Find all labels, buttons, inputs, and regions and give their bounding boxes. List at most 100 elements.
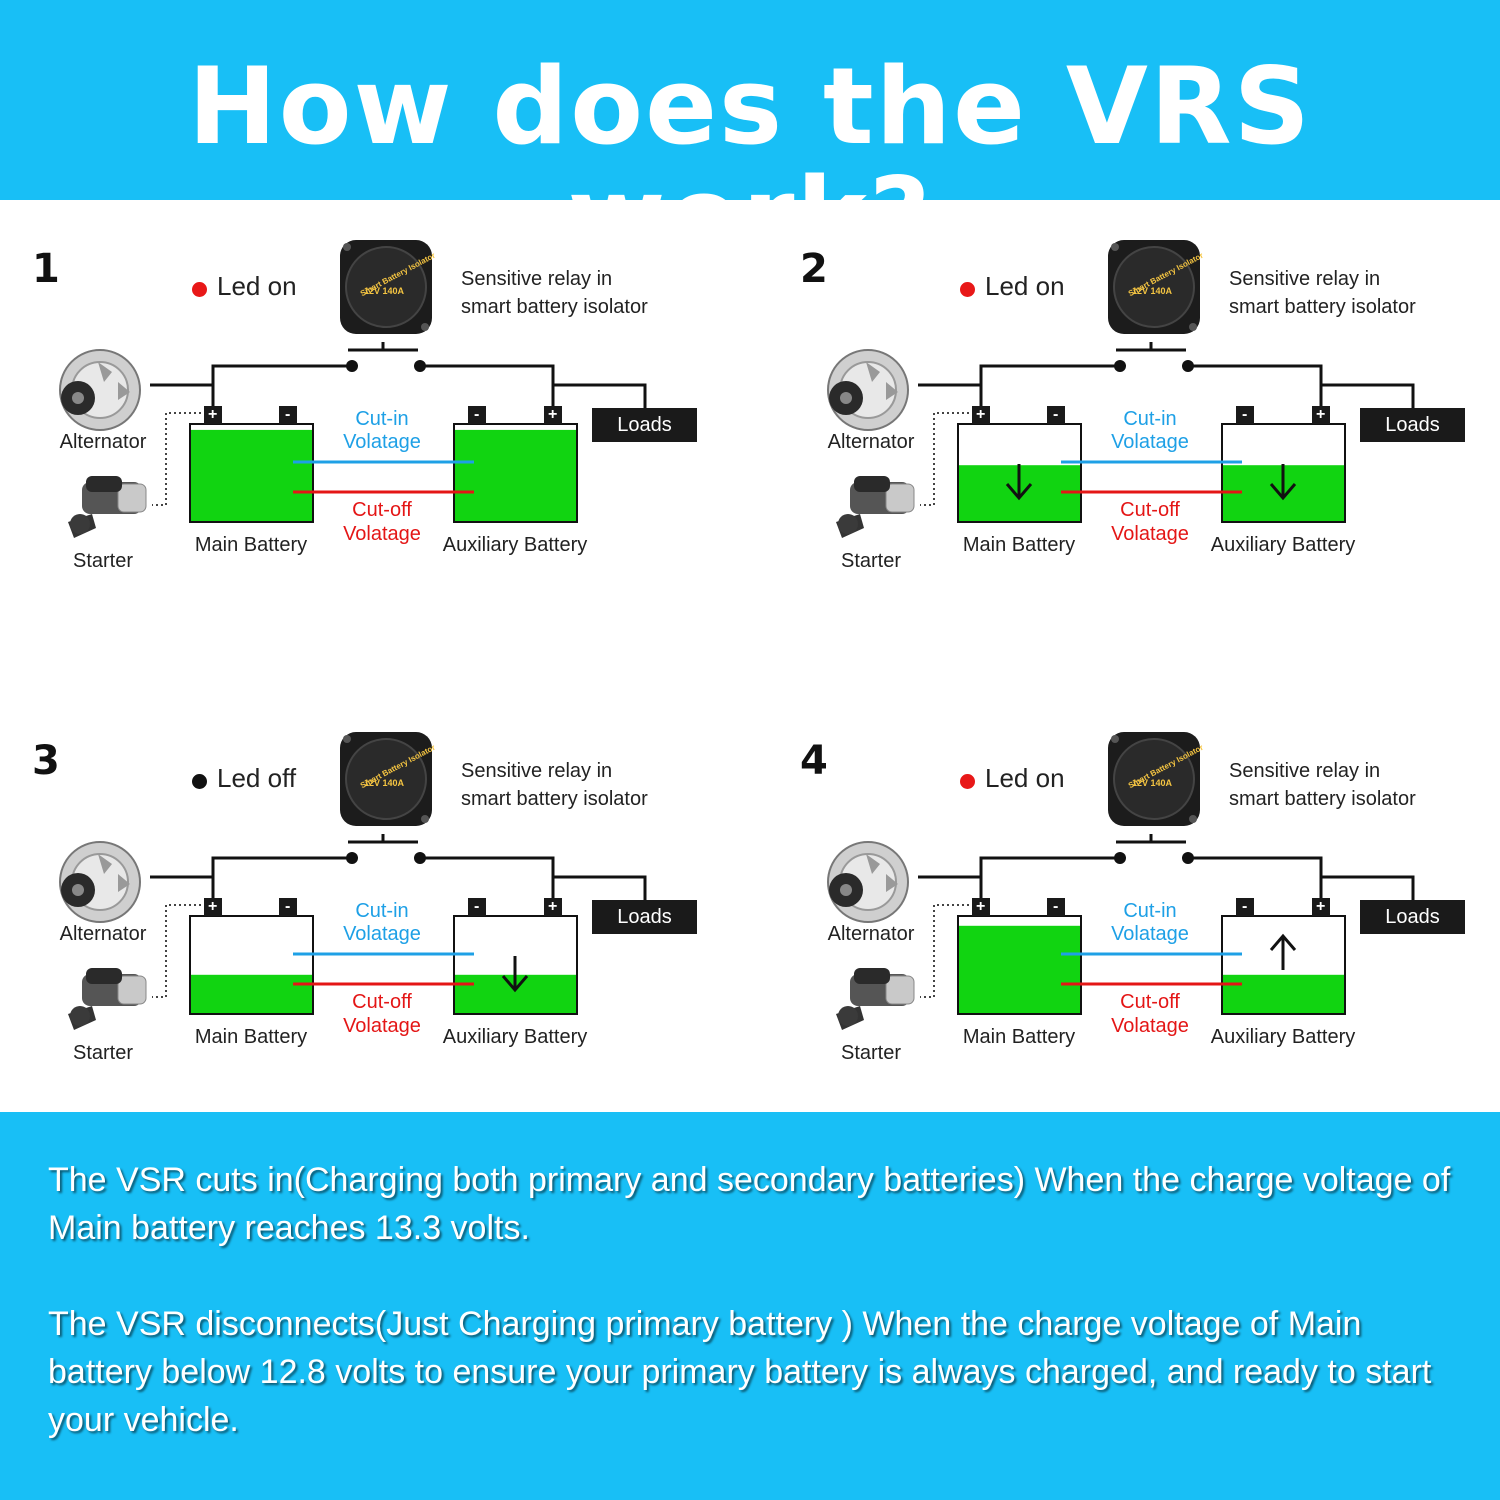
cutin-label-line2: Volatage xyxy=(1111,431,1189,453)
cutin-label-line1: Cut-in xyxy=(1123,408,1177,430)
alternator-image xyxy=(59,841,141,923)
led-status: Led off xyxy=(192,763,297,793)
explanation-cut-in: The VSR cuts in(Charging both primary an… xyxy=(48,1161,1451,1247)
wiring-diagram xyxy=(827,732,1415,1030)
cutoff-label-line1: Cut-off xyxy=(1120,991,1180,1013)
main-plus-terminal: + xyxy=(208,898,218,915)
panel: 2 xyxy=(768,232,1500,692)
starter-label: Starter xyxy=(840,550,902,572)
led-status-text: Led on xyxy=(985,271,1065,301)
loads-box: Loads xyxy=(1360,900,1465,934)
aux-battery-label: Auxiliary Battery xyxy=(442,534,588,556)
aux-minus-terminal: - xyxy=(474,406,480,423)
starter-label: Starter xyxy=(72,550,134,572)
cutoff-label-line1: Cut-off xyxy=(1120,499,1180,521)
cutin-label-line2: Volatage xyxy=(1111,923,1189,945)
cutoff-label-line2: Volatage xyxy=(1111,523,1189,545)
isolator-device xyxy=(1108,240,1200,334)
wiring-diagram xyxy=(59,240,647,538)
isolator-device xyxy=(340,240,432,334)
isolator-rating: 12V 140A xyxy=(1132,286,1173,296)
relay-label-line1: Sensitive relay in xyxy=(1229,760,1381,782)
loads-box: Loads xyxy=(1360,408,1465,442)
main-battery-label: Main Battery xyxy=(962,534,1076,556)
alternator-image xyxy=(827,349,909,431)
isolator-device xyxy=(1108,732,1200,826)
alternator-label: Alternator xyxy=(827,431,915,453)
cutin-label-line1: Cut-in xyxy=(355,408,409,430)
main-battery-label: Main Battery xyxy=(194,534,308,556)
explanation-disconnect: The VSR disconnects(Just Charging primar… xyxy=(48,1305,1432,1439)
wiring-diagram xyxy=(827,240,1415,538)
main-minus-terminal: - xyxy=(1053,898,1059,915)
led-status: Led on xyxy=(192,273,297,301)
relay-label-line2: smart battery isolator xyxy=(1229,296,1416,318)
page-title: How does the VRS work? xyxy=(188,45,1312,278)
starter-label: Starter xyxy=(72,1042,134,1064)
step-number: 3 xyxy=(32,738,60,784)
cutin-label-line2: Volatage xyxy=(343,923,421,945)
led-status-text: Led on xyxy=(985,763,1065,793)
starter-image xyxy=(68,968,147,1030)
isolator-rating: 12V 140A xyxy=(1132,778,1173,788)
isolator-rating: 12V 140A xyxy=(364,286,405,296)
aux-minus-terminal: - xyxy=(474,898,480,915)
isolator-rating: 12V 140A xyxy=(364,778,405,788)
starter-image xyxy=(68,476,147,538)
aux-plus-terminal: + xyxy=(548,898,558,915)
relay-label-line1: Sensitive relay in xyxy=(461,760,613,782)
led-dot-icon xyxy=(960,774,975,790)
cutin-label-line2: Volatage xyxy=(343,431,421,453)
relay-label-line1: Sensitive relay in xyxy=(461,268,613,290)
starter-label: Starter xyxy=(840,1042,902,1064)
relay-label-line2: smart battery isolator xyxy=(461,296,648,318)
main-minus-terminal: - xyxy=(285,406,291,423)
alternator-label: Alternator xyxy=(827,923,915,945)
starter-image xyxy=(836,476,915,538)
led-status: Led on xyxy=(960,763,1065,793)
aux-minus-terminal: - xyxy=(1242,898,1248,915)
main-battery-label: Main Battery xyxy=(962,1026,1076,1048)
main-minus-terminal: - xyxy=(1053,406,1059,423)
aux-plus-terminal: + xyxy=(1316,898,1326,915)
alternator-image xyxy=(827,841,909,923)
led-dot-icon xyxy=(960,282,975,298)
main-battery-label: Main Battery xyxy=(194,1026,308,1048)
step-number: 4 xyxy=(800,738,828,784)
cutoff-label-line1: Cut-off xyxy=(352,991,412,1013)
step-number: 2 xyxy=(800,246,828,292)
header-banner: How does the VRS work? xyxy=(0,0,1500,272)
alternator-label: Alternator xyxy=(59,431,147,453)
aux-minus-terminal: - xyxy=(1242,406,1248,423)
step-number: 1 xyxy=(32,246,60,292)
led-dot-icon xyxy=(192,774,207,790)
relay-label-line2: smart battery isolator xyxy=(461,788,648,810)
footer-explanation: The VSR cuts in(Charging both primary an… xyxy=(0,1112,1500,1500)
panel: 1 xyxy=(0,232,750,692)
diagram-area: 1 xyxy=(0,200,1500,1112)
aux-battery-label: Auxiliary Battery xyxy=(1210,1026,1356,1048)
led-status: Led on xyxy=(960,271,1065,301)
relay-label-line2: smart battery isolator xyxy=(1229,788,1416,810)
wiring-diagram xyxy=(59,732,647,1030)
panel: 3 xyxy=(0,724,750,1184)
cutoff-label-line2: Volatage xyxy=(1111,1015,1189,1037)
led-dot-icon xyxy=(192,282,207,298)
starter-image xyxy=(836,968,915,1030)
led-status-text: Led off xyxy=(217,763,297,793)
loads-box: Loads xyxy=(592,900,697,934)
isolator-device xyxy=(340,732,432,826)
cutoff-label-line1: Cut-off xyxy=(352,499,412,521)
aux-battery-label: Auxiliary Battery xyxy=(442,1026,588,1048)
aux-plus-terminal: + xyxy=(548,406,558,423)
relay-label-line1: Sensitive relay in xyxy=(1229,268,1381,290)
loads-box: Loads xyxy=(592,408,697,442)
main-plus-terminal: + xyxy=(208,406,218,423)
cutin-label-line1: Cut-in xyxy=(355,900,409,922)
alternator-image xyxy=(59,349,141,431)
panel: 4 xyxy=(768,724,1500,1184)
main-minus-terminal: - xyxy=(285,898,291,915)
cutin-label-line1: Cut-in xyxy=(1123,900,1177,922)
cutoff-label-line2: Volatage xyxy=(343,1015,421,1037)
aux-plus-terminal: + xyxy=(1316,406,1326,423)
